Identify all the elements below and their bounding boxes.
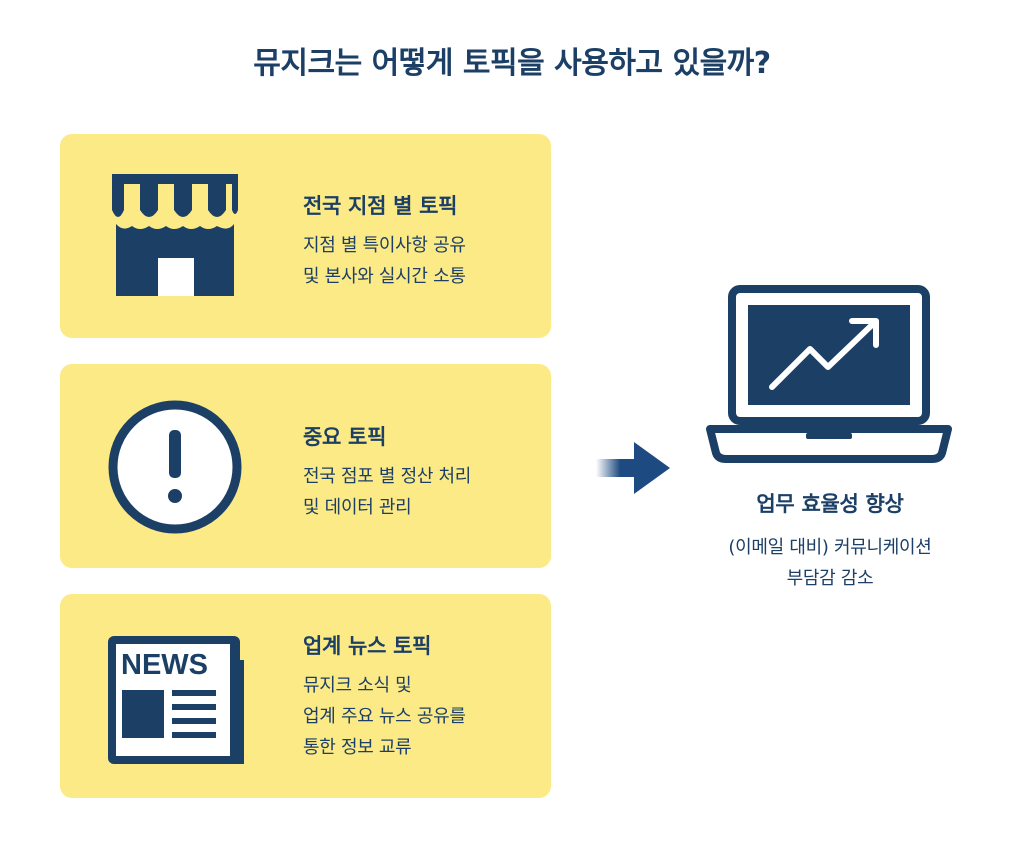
store-icon	[100, 160, 250, 310]
card-branch-topic: 전국 지점 별 토픽 지점 별 특이사항 공유 및 본사와 실시간 소통	[60, 134, 551, 338]
laptop-growth-icon	[706, 283, 952, 463]
result-heading: 업무 효율성 향상	[756, 492, 904, 516]
exclamation-icon	[100, 392, 250, 542]
result-text-line: 부담감 감소	[786, 568, 874, 589]
card-text-line: 통한 정보 교류	[303, 737, 412, 758]
card-industry-news-topic: NEWS 업계 뉴스 토픽 뮤지크 소식 및 업계 주요 뉴스 공유를 통한 정…	[60, 594, 551, 798]
card-text-line: 전국 점포 별 정산 처리	[303, 466, 472, 487]
card-text-line: 및 본사와 실시간 소통	[303, 266, 466, 287]
newspaper-icon-label: NEWS	[121, 649, 208, 681]
right-arrow-icon	[596, 440, 672, 496]
card-heading: 전국 지점 별 토픽	[303, 194, 458, 218]
card-text-line: 뮤지크 소식 및	[303, 675, 412, 696]
card-heading: 중요 토픽	[303, 425, 387, 449]
card-text-line: 업계 주요 뉴스 공유를	[303, 706, 466, 727]
result-text-line: (이메일 대비) 커뮤니케이션	[728, 537, 932, 558]
page-title: 뮤지크는 어떻게 토픽을 사용하고 있을까?	[253, 46, 771, 81]
card-text-line: 지점 별 특이사항 공유	[303, 235, 466, 256]
result-block: 업무 효율성 향상 (이메일 대비) 커뮤니케이션 부담감 감소	[660, 488, 1000, 594]
card-important-topic: 중요 토픽 전국 점포 별 정산 처리 및 데이터 관리	[60, 364, 551, 568]
newspaper-icon: NEWS	[100, 626, 250, 776]
card-heading: 업계 뉴스 토픽	[303, 634, 432, 658]
card-text-line: 및 데이터 관리	[303, 497, 412, 518]
